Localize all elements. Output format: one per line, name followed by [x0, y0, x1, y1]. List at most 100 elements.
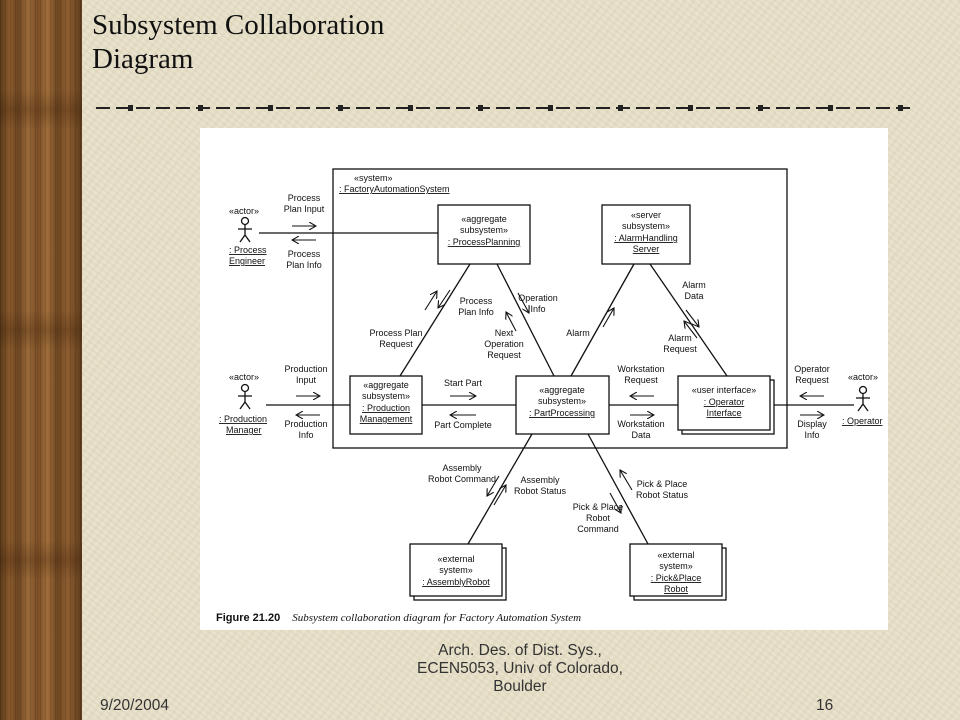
arrow-pick-place-robot-command	[609, 492, 621, 513]
footer-course-line: ECEN5053, Univ of Colorado,	[417, 660, 623, 677]
footer-course-line: Boulder	[493, 678, 547, 695]
divider-dot	[898, 105, 903, 111]
arrow-assembly-robot-status	[493, 485, 506, 506]
collaboration-diagram: «system» : FactoryAutomationSystem	[219, 168, 883, 601]
node-label: «aggregate	[539, 385, 585, 395]
message-label: Workstation	[617, 419, 664, 429]
message-label: Request	[795, 375, 829, 385]
arrow-operation-info	[517, 292, 529, 313]
title-divider	[96, 105, 914, 111]
node-label: system»	[439, 565, 473, 575]
actor-name-line: Engineer	[229, 256, 265, 266]
message-label: Robot Status	[514, 486, 567, 496]
node-label: : Pick&Place	[651, 573, 702, 583]
message-label: Process Plan	[369, 328, 422, 338]
system-boundary	[332, 168, 788, 449]
divider-dot	[548, 105, 553, 111]
message-label: Input	[296, 375, 317, 385]
message-label: Request	[487, 350, 521, 360]
message-label: Command	[577, 524, 619, 534]
footer-course-line: Arch. Des. of Dist. Sys.,	[438, 642, 602, 659]
message-label: Robot Status	[636, 490, 689, 500]
node-label: Robot	[664, 584, 689, 594]
node-label: subsystem»	[538, 396, 586, 406]
message-label: Part Complete	[434, 420, 492, 430]
arrow-alarm-request	[684, 321, 698, 339]
line-partprocessing-pickplace	[587, 433, 649, 545]
message-label: Pick & Place	[573, 502, 624, 512]
line-planning-production	[399, 263, 471, 377]
title-line-2: Diagram	[92, 43, 194, 75]
divider-dot	[338, 105, 343, 111]
node-label: : Operator	[704, 397, 745, 407]
stick-figure-body	[856, 394, 870, 412]
message-label: Request	[624, 375, 658, 385]
divider-dot	[478, 105, 483, 111]
wood-bar	[0, 0, 82, 720]
message-label: Operation	[484, 339, 524, 349]
line-planning-partprocessing	[496, 263, 555, 377]
wood-grain	[0, 90, 82, 130]
message-label: Alarm	[682, 280, 706, 290]
actor-name-line: : Process	[229, 245, 267, 255]
arrow-assembly-robot-command	[487, 475, 500, 496]
figure-caption-text: Subsystem collaboration diagram for Fact…	[292, 612, 582, 624]
message-label: Display	[797, 419, 827, 429]
divider-dot	[828, 105, 833, 111]
actor-name-line: : Production	[219, 414, 267, 424]
divider-dot	[128, 105, 133, 111]
node-label: : AlarmHandling	[614, 233, 678, 243]
stick-figure-body	[238, 392, 252, 410]
arrow-process-plan-request	[424, 291, 437, 311]
arrow-next-operation-request	[506, 312, 517, 332]
actor-stereotype: «actor»	[848, 372, 878, 382]
node-label: «server	[631, 210, 661, 220]
node-process-planning: «aggregate subsystem» : ProcessPlanning	[437, 204, 531, 265]
divider-dot	[268, 105, 273, 111]
node-label: «external	[437, 554, 474, 564]
line-alarm-operator	[649, 263, 728, 377]
divider-dot	[758, 105, 763, 111]
message-label: Robot	[586, 513, 611, 523]
message-label: Info	[298, 430, 313, 440]
node-label: : Production	[362, 403, 410, 413]
message-label: Robot Command	[428, 474, 496, 484]
message-label: Info	[530, 304, 545, 314]
node-label: Interface	[706, 408, 741, 418]
node-production-management: «aggregate subsystem» : Production Manag…	[349, 375, 423, 435]
node-label: «user interface»	[692, 385, 757, 395]
message-label: Alarm	[566, 328, 590, 338]
actor-name-line: : Operator	[842, 416, 883, 426]
message-label: Plan Info	[286, 260, 322, 270]
message-labels: Process Plan Input Process Plan Info Pro…	[284, 193, 830, 534]
message-label: Info	[804, 430, 819, 440]
stick-figure-icon	[240, 216, 250, 226]
actor-operator: «actor» : Operator	[842, 372, 883, 426]
message-label: Process	[288, 249, 321, 259]
node-part-processing: «aggregate subsystem» : PartProcessing	[515, 375, 610, 435]
message-label: Alarm	[668, 333, 692, 343]
slide-title: Subsystem Collaboration Diagram	[92, 8, 592, 76]
system-name: : FactoryAutomationSystem	[339, 184, 450, 194]
node-label: : PartProcessing	[529, 408, 595, 418]
node-assembly-robot: «external system» : AssemblyRobot	[409, 543, 507, 601]
node-label: subsystem»	[460, 225, 508, 235]
node-label: Management	[360, 414, 413, 424]
message-label: Workstation	[617, 364, 664, 374]
message-label: Pick & Place	[637, 479, 688, 489]
node-label: «external	[657, 550, 694, 560]
message-label: Process	[460, 296, 493, 306]
divider-dot	[618, 105, 623, 111]
message-label: Assembly	[520, 475, 560, 485]
node-label: Server	[633, 244, 660, 254]
arrow-process-plan-info	[438, 289, 451, 308]
node-label: system»	[659, 561, 693, 571]
node-label: : AssemblyRobot	[422, 577, 490, 587]
line-partprocessing-alarm	[570, 263, 635, 377]
stick-figure-body	[238, 225, 252, 243]
actor-name-line: Manager	[226, 425, 262, 435]
stick-figure-icon	[858, 385, 868, 395]
system-stereotype: «system»	[354, 173, 393, 183]
divider-dot	[198, 105, 203, 111]
